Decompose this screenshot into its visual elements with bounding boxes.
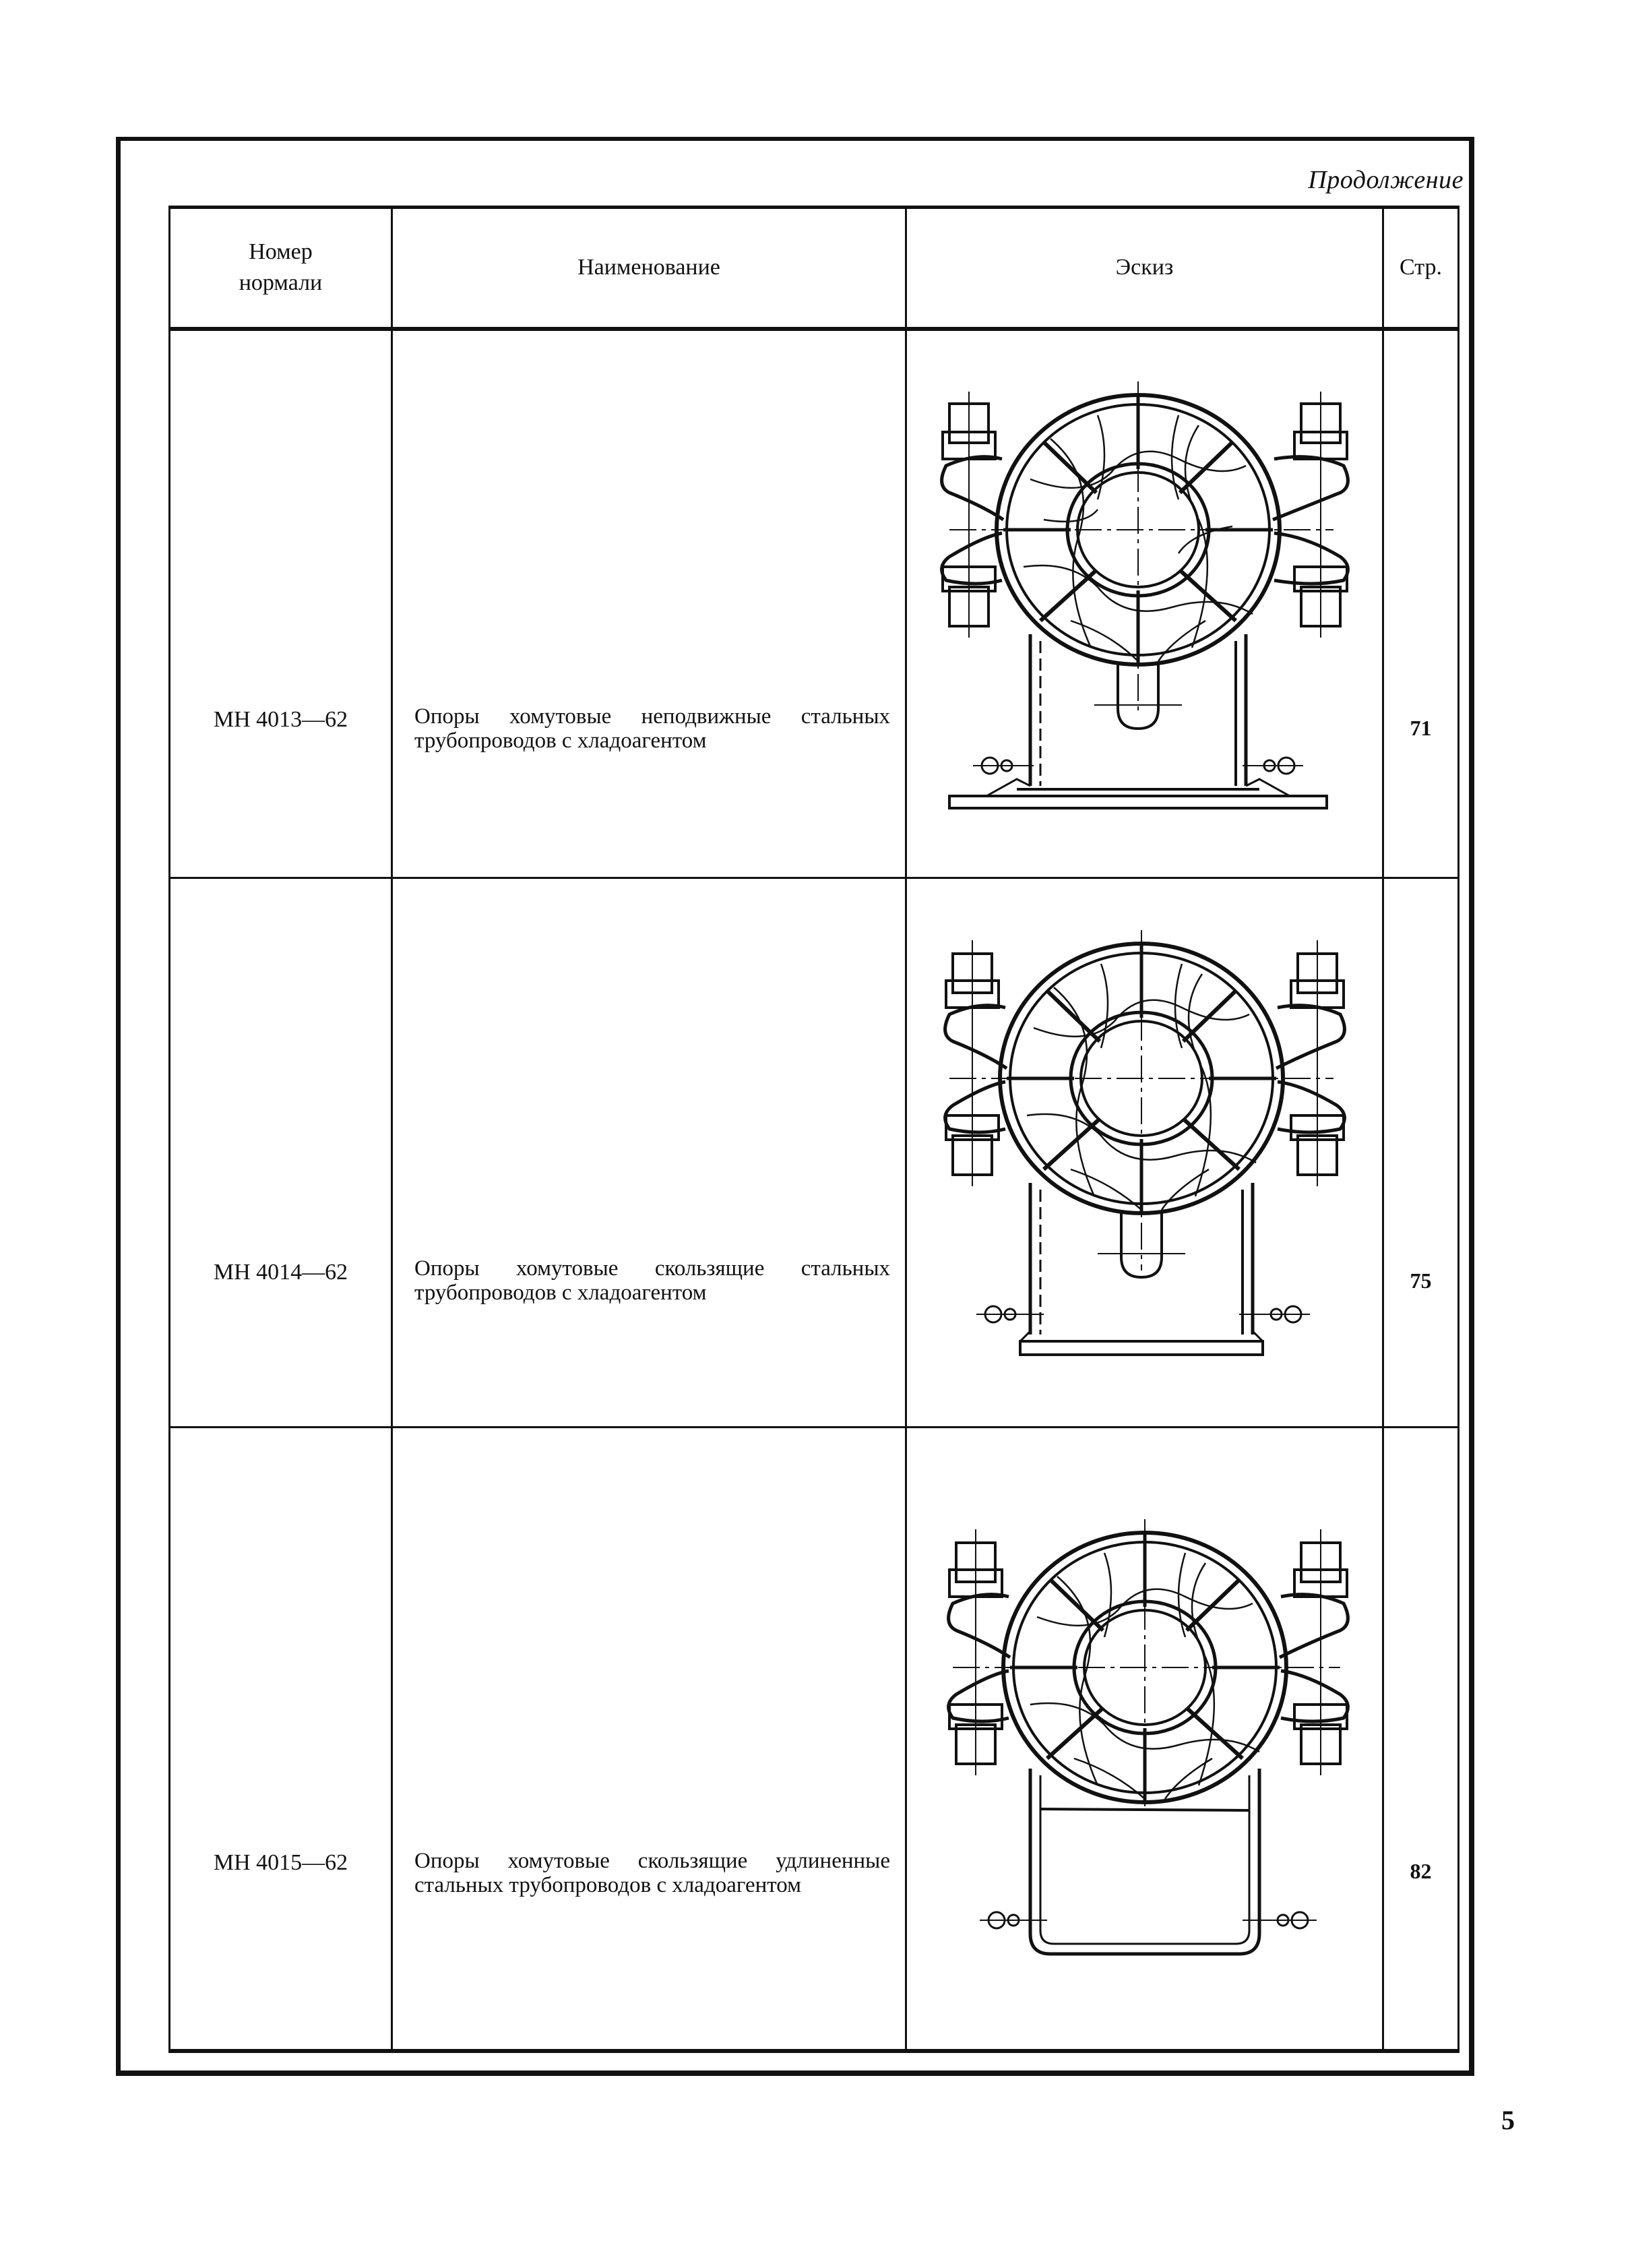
norm-sketch [905,328,1384,878]
header-number: Номер нормали [168,207,393,329]
norm-name: Опоры хомутовые скользящие стальных труб… [391,878,907,1428]
norm-page: 82 [1382,1427,1460,2051]
norm-sketch [905,878,1384,1428]
sliding-clamp-pipe-support-drawing-icon [943,930,1346,1356]
extended-sliding-clamp-pipe-support-drawing-icon [946,1519,1350,1956]
header-number-line1: Номер [249,239,313,265]
table-row: МН 4015—62 Опоры хомутовые скользящие уд… [168,1427,1460,2051]
norms-table: Номер нормали Наименование Эскиз Стр. МН… [168,206,1460,2053]
norm-sketch [905,1427,1384,2051]
continuation-label: Продолжение [1308,166,1464,194]
norm-name: Опоры хомутовые неподвижные стальных тру… [391,328,907,878]
header-number-line2: нормали [239,270,323,296]
table-row: МН 4013—62 Опоры хомутовые неподвижные с… [168,328,1460,878]
norm-page: 75 [1382,878,1460,1428]
norm-number: МН 4015—62 [168,1427,393,2051]
header-sketch: Эскиз [905,207,1384,329]
page-number: 5 [1501,2105,1515,2135]
norm-name: Опоры хомутовые скользящие удлиненные ст… [391,1427,907,2051]
norm-number: МН 4014—62 [168,878,393,1428]
table-row: МН 4014—62 Опоры хомутовые скользящие ст… [168,878,1460,1428]
header-page: Стр. [1382,207,1460,329]
norm-number: МН 4013—62 [168,328,393,878]
header-name: Наименование [391,207,907,329]
norm-page: 71 [1382,328,1460,878]
fixed-clamp-pipe-support-drawing-icon [939,381,1350,809]
table-header-row: Номер нормали Наименование Эскиз Стр. [168,207,1460,329]
page-frame [116,137,1474,2076]
